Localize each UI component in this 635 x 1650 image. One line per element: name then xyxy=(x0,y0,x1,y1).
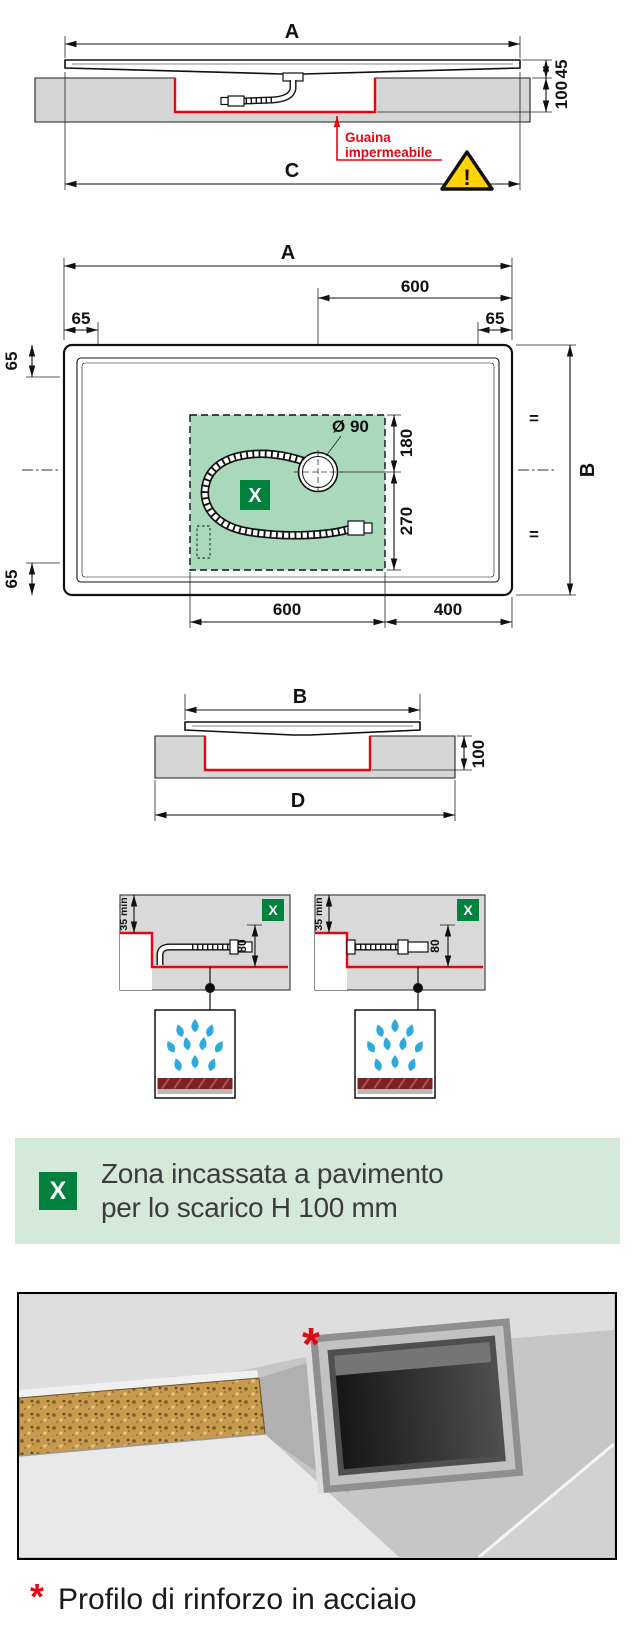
dim-a-label: A xyxy=(281,242,295,264)
zone-badge xyxy=(262,899,284,921)
zone-badge xyxy=(240,480,270,510)
dim-80-label: 80 xyxy=(235,939,249,953)
photo-steel-profile: * xyxy=(17,1292,617,1560)
hose-clip-detail xyxy=(196,525,211,559)
banner-text: Zona incassata a pavimento per lo scaric… xyxy=(101,1157,444,1225)
warning-exclamation: ! xyxy=(463,165,470,190)
steel-profile-opening xyxy=(304,1318,524,1494)
zone-badge-label: X xyxy=(268,902,278,918)
dim-65-top-side-label: 65 xyxy=(2,352,21,371)
banner-line1: Zona incassata a pavimento xyxy=(101,1157,444,1189)
dim-45-label: 45 xyxy=(552,60,571,79)
waterproof-layer xyxy=(157,1078,233,1089)
floor-slab xyxy=(154,735,456,779)
dim-35min-label: 35 min xyxy=(313,897,325,930)
dim-600-top-label: 600 xyxy=(401,277,429,296)
recess-waterproof-outline xyxy=(203,736,372,772)
zone-badge-label: X xyxy=(463,902,473,918)
warning-icon: ! xyxy=(440,150,494,191)
dim-400-label: 400 xyxy=(434,600,462,619)
shower-tray-section xyxy=(64,59,521,75)
detail-right: 35 min 80 X xyxy=(313,894,486,1010)
recess-zone xyxy=(189,414,386,571)
dim-80-label: 80 xyxy=(428,939,442,953)
dim-100-label: 100 xyxy=(552,81,571,109)
asterisk-marker: * xyxy=(302,1318,320,1370)
tray-front-edge xyxy=(19,1434,399,1557)
dim-65-right-label: 65 xyxy=(486,309,505,328)
zone-badge-label: X xyxy=(248,485,262,507)
recess-waterproof-outline xyxy=(173,78,377,114)
photo-scene: * xyxy=(19,1294,615,1558)
leader-dot xyxy=(205,983,215,993)
drain-drops-illustration xyxy=(154,1009,236,1099)
equal-mark-bottom: = xyxy=(529,525,539,544)
dim-a-label: A xyxy=(285,21,299,43)
drain-siphon xyxy=(220,80,297,107)
tray-inner-line xyxy=(81,362,495,578)
top-cross-section-drawing: A 45 100 Guaina impermeabile C ! xyxy=(34,21,571,191)
dim-180-label: 180 xyxy=(397,429,416,457)
dim-270-label: 270 xyxy=(397,507,416,535)
dim-100-label: 100 xyxy=(469,740,488,768)
membrane-label-line2: impermeabile xyxy=(345,145,433,160)
dim-d-label: D xyxy=(291,790,305,812)
shower-tray-section xyxy=(184,721,421,736)
membrane-leader-arrow xyxy=(333,116,442,161)
dim-b-label: B xyxy=(577,463,599,477)
zone-badge: X xyxy=(39,1172,77,1210)
drain-detail-drawings: 35 min 80 X xyxy=(118,894,486,1110)
zone-badge-label: X xyxy=(49,1176,67,1205)
flexible-drain-hose xyxy=(200,449,373,540)
photo-caption: * Profilo di rinforzo in acciaio xyxy=(30,1576,417,1618)
dim-b-label: B xyxy=(293,686,307,708)
zone-badge xyxy=(457,899,479,921)
drain-stub xyxy=(282,72,304,82)
info-banner: X Zona incassata a pavimento per lo scar… xyxy=(15,1138,620,1244)
caption-text: Profilo di rinforzo in acciaio xyxy=(58,1583,417,1616)
dim-35min-label: 35 min xyxy=(118,897,130,930)
dim-65-left-label: 65 xyxy=(72,309,91,328)
drain-straight-pipe xyxy=(346,939,429,955)
plan-view-drawing: A 600 65 65 65 65 = = B X Ø 90 xyxy=(2,242,599,628)
asterisk-marker: * xyxy=(30,1576,45,1617)
b-cross-section-drawing: B 100 D xyxy=(154,686,488,821)
leader-dot xyxy=(413,983,423,993)
equal-mark-top: = xyxy=(529,409,539,428)
dim-c-label: C xyxy=(285,160,299,182)
drain-diameter-label: Ø 90 xyxy=(332,417,369,436)
banner-line2: per lo scarico H 100 mm xyxy=(101,1192,398,1223)
tray-rim-line xyxy=(76,357,500,583)
drain-drops-illustration-right xyxy=(355,1010,435,1098)
dim-600-bottom-label: 600 xyxy=(273,600,301,619)
dim-65-bottom-side-label: 65 xyxy=(2,570,21,589)
membrane-label-line1: Guaina xyxy=(345,130,391,145)
detail-left: 35 min 80 X xyxy=(118,894,291,1010)
drain-elbow-pipe xyxy=(156,939,253,965)
